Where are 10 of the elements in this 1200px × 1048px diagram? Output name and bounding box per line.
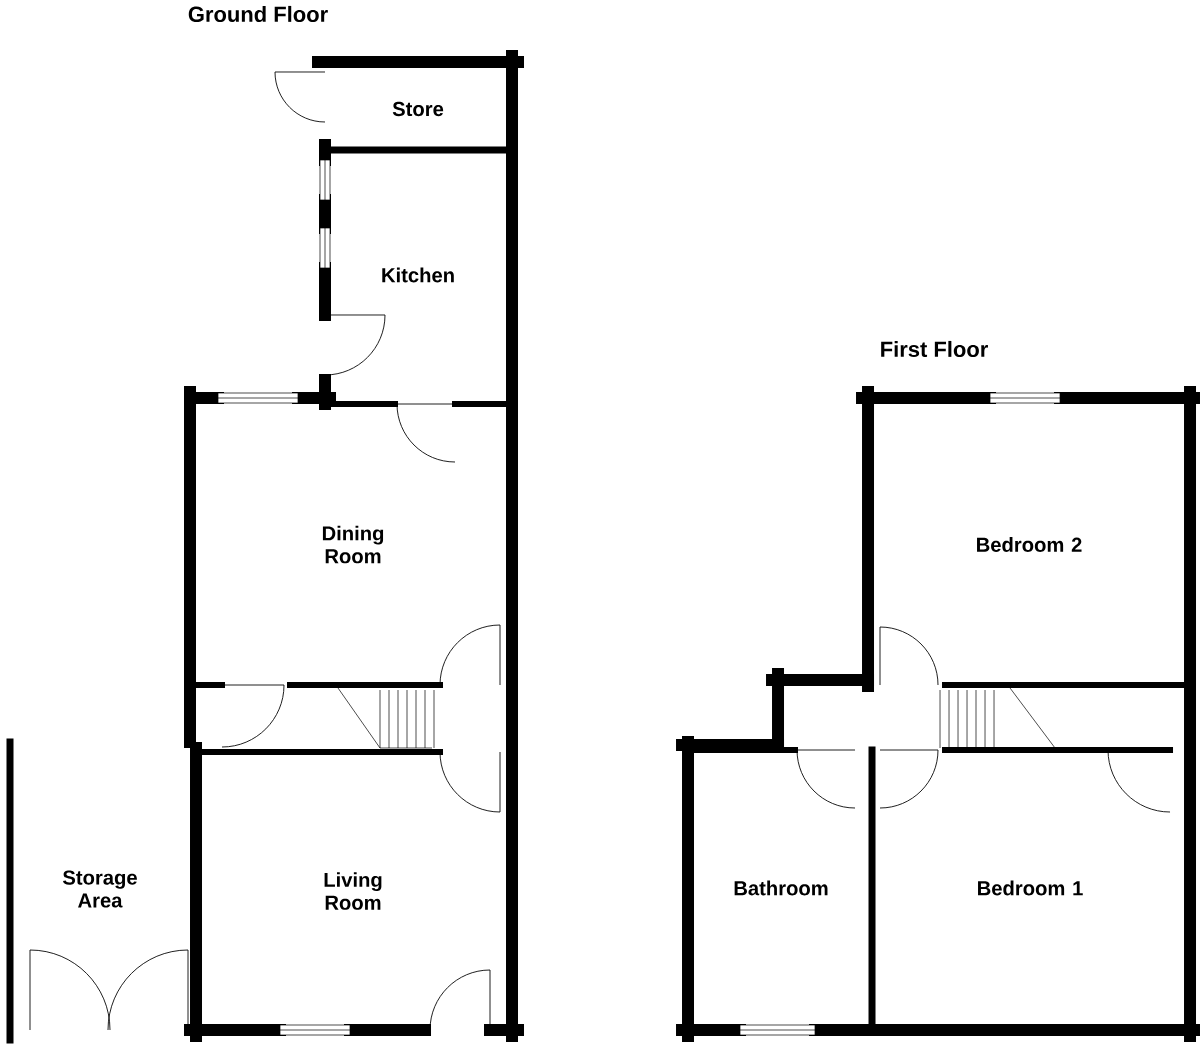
room: Bedroom 1 (978, 880, 1083, 896)
room: Storage Area (62, 870, 137, 908)
room: Dining Room (322, 525, 384, 564)
room: Kitchen (382, 267, 454, 283)
room: Bedroom 2 (977, 537, 1082, 552)
floor-heading: First Floor (881, 340, 988, 358)
room: Living Room (324, 872, 382, 910)
room: Store (392, 101, 444, 117)
floor-heading: Ground Floor (188, 5, 328, 23)
room: Bathroom (734, 880, 828, 896)
